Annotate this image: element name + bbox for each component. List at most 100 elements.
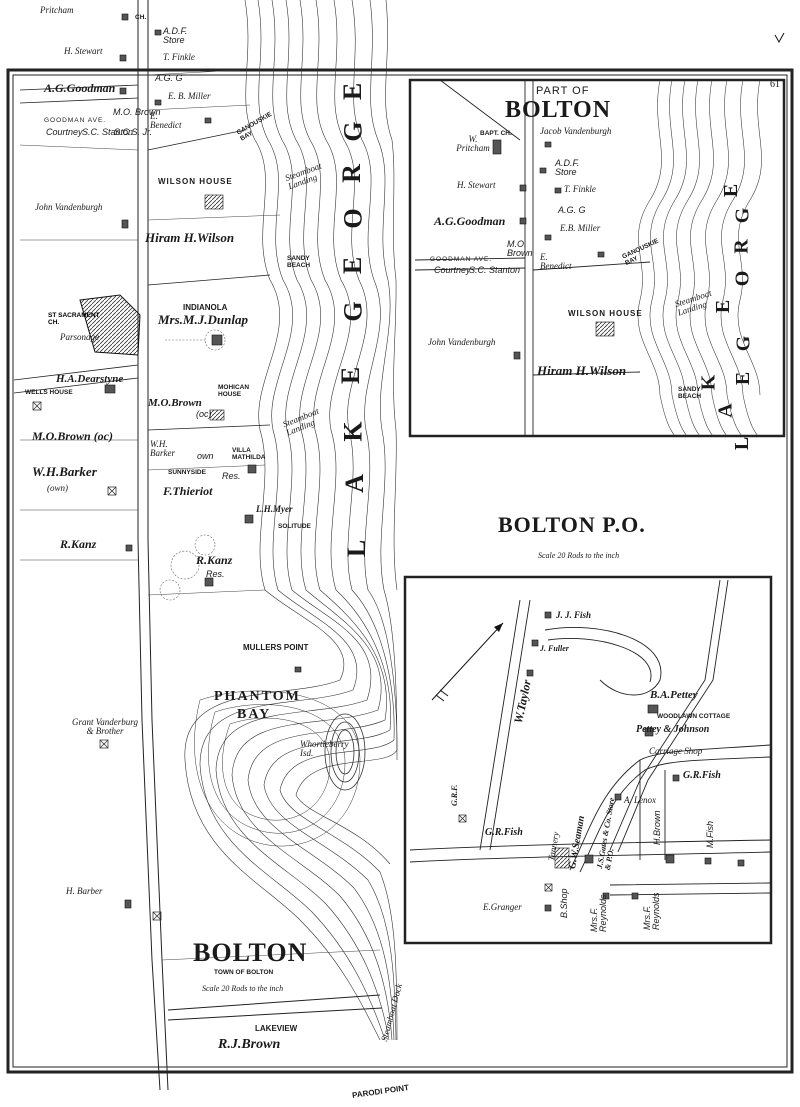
label-villa-mathilda: VILLA MATHILDA [232,447,266,461]
label-lh-myer: L.H.Myer [256,504,293,514]
po-label-gr-fish-2: G.R.Fish [485,827,523,838]
label-whortleberry: Whortleberry Isd. [300,739,349,758]
label-wells-house: WELLS HOUSE [25,389,73,396]
inset-label-bapt-ch: BAPT. CH. [480,130,512,137]
inset-north-title: BOLTON [505,97,612,123]
lake-letter-9: G [338,120,368,142]
inset-lake-letter-4: E [732,370,755,386]
inset-north-contours [637,79,762,437]
inset-label-h-stewart: H. Stewart [457,180,496,190]
north-arrow [431,622,504,702]
label-bay: BAY [237,707,272,722]
po-label-ba-pettey: B.A.Pettey [650,689,698,701]
page-number: 61 [770,79,780,90]
label-wh-barker-own: W.H.Barker [32,464,97,479]
inset-label-ag-g: A.G. G [558,205,586,215]
inset-lake-letter-5: G [732,334,755,352]
label-ch-top: CH. [135,14,147,21]
inset-label-jacob-vandenburgh: Jacob Vandenburgh [540,126,612,136]
inset-po-crossed-markers [458,814,553,892]
label-t-finkle: T. Finkle [163,52,195,62]
label-ha-dearstyne: H.A.Dearstyne [56,373,124,385]
label-parsonage: Parsonage [60,332,99,342]
label-ag-g: A.G. G [155,73,183,83]
inset-label-adf-store: A.D.F. Store [555,158,580,177]
label-hiram-wilson: Hiram H.Wilson [145,230,235,245]
label-stanton: S.C. Stanton [82,127,134,137]
inset-po-buildings [526,611,745,912]
label-wh-barker: W.H. Barker [150,439,175,458]
lake-letter-3: K [338,420,368,442]
building-markers-main [104,13,302,909]
label-solitude: SOLITUDE [278,523,311,530]
label-eb-miller: E. B. Miller [168,91,211,101]
label-mullers-point: MULLERS POINT [243,643,309,652]
main-map-subtitle: TOWN OF BOLTON [214,969,274,976]
label-john-vandenburgh: John Vandenburgh [35,202,103,212]
inset-lake-letter-9: G [731,206,754,224]
label-grant-vanderburg: Grant Vanderburg & Brother [72,717,138,736]
label-pritcham-top: Pritcham [40,5,74,15]
bolton-po-title: BOLTON P.O. [498,512,646,537]
po-label-j-fuller: J. Fuller [540,644,569,653]
label-adf-store: A.D.F. Store [163,26,188,45]
label-wilson-house: WILSON HOUSE [158,177,233,186]
po-label-carriage-shop: Carriage Shop [649,746,703,756]
inset-label-hiram-wilson: Hiram H.Wilson [537,363,627,378]
inset-label-eb-miller: E.B. Miller [560,223,601,233]
inset-label-wilson-house: WILSON HOUSE [568,309,643,318]
inset-label-mo-brown: M.O. Brown [507,239,533,258]
label-indianola: INDIANOLA [183,303,228,312]
label-res-2: Res. [206,569,225,579]
label-lakeview: LAKEVIEW [255,1024,298,1033]
main-map-scale: Scale 20 Rods to the inch [202,984,284,993]
inset-lake-letter-10: E [720,182,743,198]
label-rj-brown: R.J.Brown [218,1037,281,1052]
label-mo-brown-small: M.O. Brown [113,107,161,117]
label-sandy-beach: SANDY BEACH [287,255,311,269]
po-label-grf: G.R.F. [450,784,459,806]
inset-label-t-finkle: T. Finkle [564,184,596,194]
inset-north-buildings [492,139,615,360]
inset-lake-letter-3: K [697,373,720,391]
label-mrs-dunlap: Mrs.M.J.Dunlap [158,312,248,327]
po-label-e-granger: E.Granger [483,902,522,912]
lake-letter-2: A [339,473,369,493]
inset-label-sandy-beach: SANDY BEACH [678,386,702,400]
lakeview-road [167,994,383,1021]
label-sunnyside: SUNNYSIDE [168,469,206,476]
inset-label-ag-goodman: A.G.Goodman [434,214,506,228]
lake-letter-10: E [338,81,368,101]
inset-north-roads [414,79,651,436]
inset-north-frame [408,78,786,438]
label-own-2: (own) [47,483,68,493]
inset-label-stanton: S.C. Stanton [469,265,521,275]
corner-check-mark [774,32,785,44]
bolton-po-scale: Scale 20 Rods to the inch [538,551,620,560]
po-label-a-lenox: A. Lenox [624,795,656,805]
crossed-square-markers [32,401,162,921]
lake-contours-main [184,0,398,1041]
label-h-stewart: H. Stewart [64,46,103,56]
outer-border [6,68,794,1074]
inset-lake-letter-6: E [712,298,735,314]
po-label-gr-fish-1: G.R.Fish [683,770,721,781]
inset-label-w-pritcham: W. Pritcham [456,134,490,153]
po-label-m-fish: M.Fish [705,821,715,848]
lake-letter-8: R [336,163,366,183]
label-r-kanz-2: R.Kanz [196,553,233,567]
po-label-pettey-johnson: Pettey & Johnson [636,724,710,735]
label-e-benedict: E. Benedict [150,111,182,130]
main-map-title: BOLTON [193,938,308,967]
lake-letter-4: E [336,365,366,385]
label-goodman-ave: GOODMAN AVE. [44,117,107,124]
po-label-mrs-reynolds-1: Mrs.F. Reynolds [589,894,608,932]
lot-lines [19,69,381,961]
label-f-thieriot: F.Thieriot [163,484,213,498]
inset-lake-letter-2: A [714,402,737,418]
side-roads [13,84,271,431]
label-courtney: Courtney [46,127,83,137]
po-label-b-shop: B.Shop [559,888,569,918]
inset-lake-letter-8: R [730,238,753,254]
